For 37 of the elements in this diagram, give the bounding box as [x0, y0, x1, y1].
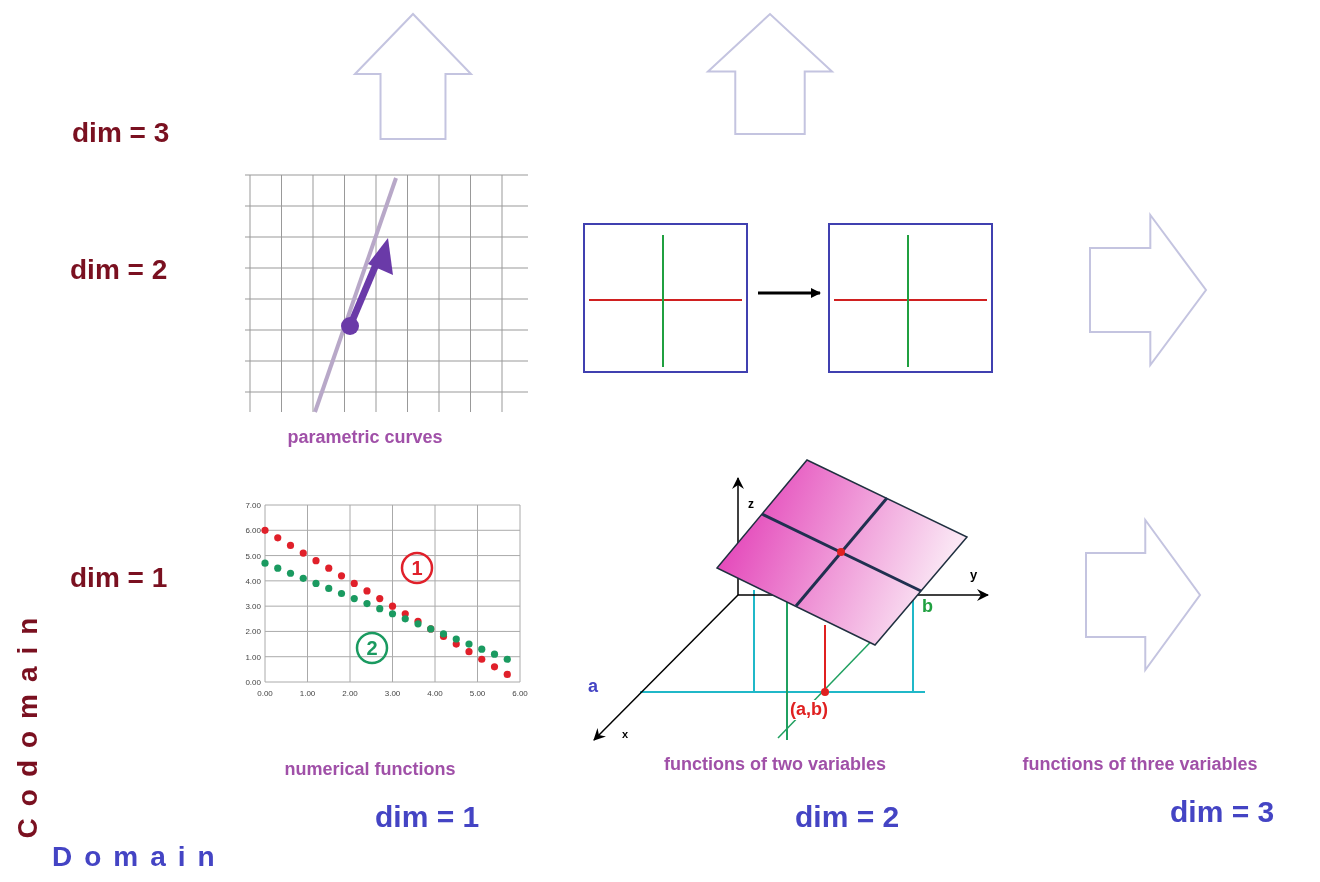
caption: numerical functions — [284, 760, 456, 780]
tick-label: 1.00 — [299, 689, 316, 698]
axis-label: x — [622, 728, 629, 741]
tick-label: 6.00 — [512, 689, 528, 698]
tick-label: 7.00 — [245, 501, 261, 510]
series-label: 2 — [366, 637, 378, 659]
series-marker: 2 — [355, 631, 389, 665]
tick-label: 1.00 — [245, 652, 261, 662]
tick-label: 4.00 — [427, 689, 443, 698]
series-marker: 1 — [400, 551, 434, 585]
tick-label: 4.00 — [245, 576, 261, 586]
axis-label: z — [748, 498, 754, 512]
column-label: dim = 3 — [1170, 795, 1275, 828]
tick-label: 0.00 — [257, 689, 273, 698]
caption: functions of three variables — [1022, 755, 1258, 775]
tick-label: 3.00 — [245, 602, 261, 612]
axis-label: y — [970, 568, 978, 583]
point-label: a — [588, 677, 598, 697]
point-label: b — [922, 597, 933, 617]
row-label: dim = 3 — [72, 118, 170, 149]
row-label: dim = 2 — [70, 255, 168, 286]
tick-label: 3.00 — [384, 689, 401, 698]
caption: functions of two variables — [664, 755, 886, 775]
axis-title: Domain — [52, 842, 227, 873]
caption: parametric curves — [287, 428, 443, 448]
tick-label: 2.00 — [342, 689, 358, 698]
axis-title: Codomain — [12, 605, 44, 839]
tick-label: 6.00 — [245, 526, 261, 536]
tick-label: 0.00 — [245, 678, 261, 687]
point-label: (a,b) — [788, 700, 830, 720]
column-label: dim = 1 — [375, 800, 480, 833]
row-label: dim = 1 — [70, 563, 168, 594]
tick-label: 5.00 — [469, 689, 486, 698]
tick-label: 5.00 — [245, 551, 261, 561]
column-label: dim = 2 — [795, 800, 900, 833]
series-label: 1 — [411, 557, 423, 579]
tick-label: 2.00 — [245, 627, 261, 637]
